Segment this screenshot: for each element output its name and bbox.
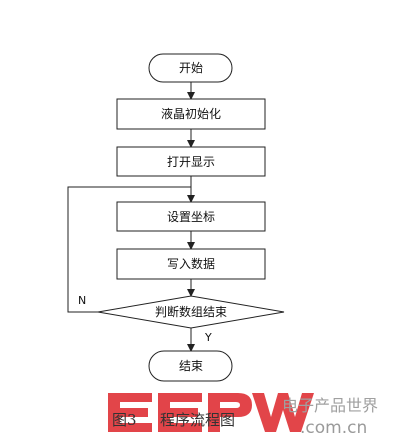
node-end: 结束	[148, 350, 233, 382]
watermark-site: .com.cn	[300, 418, 367, 438]
eepw-logo	[108, 393, 314, 432]
node-set-coords: 设置坐标	[116, 201, 266, 232]
node-set-coords-label: 设置坐标	[167, 210, 215, 224]
node-init-lcd-label: 液晶初始化	[161, 106, 221, 121]
node-write-data: 写入数据	[116, 248, 266, 280]
node-open-display: 打开显示	[116, 146, 266, 177]
node-check-end-label: 判断数组结束	[155, 304, 227, 319]
node-check-end: 判断数组结束	[97, 295, 285, 329]
edge-label-yes: Y	[204, 331, 212, 344]
node-write-data-label: 写入数据	[167, 256, 215, 271]
watermark-slogan: 电子产品世界	[282, 396, 378, 415]
node-start: 开始	[148, 53, 233, 83]
node-open-display-label: 打开显示	[167, 155, 215, 169]
node-init-lcd: 液晶初始化	[116, 98, 266, 130]
node-end-label: 结束	[179, 359, 203, 373]
figure-number: 图3	[112, 411, 137, 429]
edge-loop-back	[67, 186, 191, 313]
node-start-label: 开始	[179, 61, 203, 75]
figure-title: 程序流程图	[160, 411, 235, 429]
edge-label-no: N	[78, 294, 86, 307]
